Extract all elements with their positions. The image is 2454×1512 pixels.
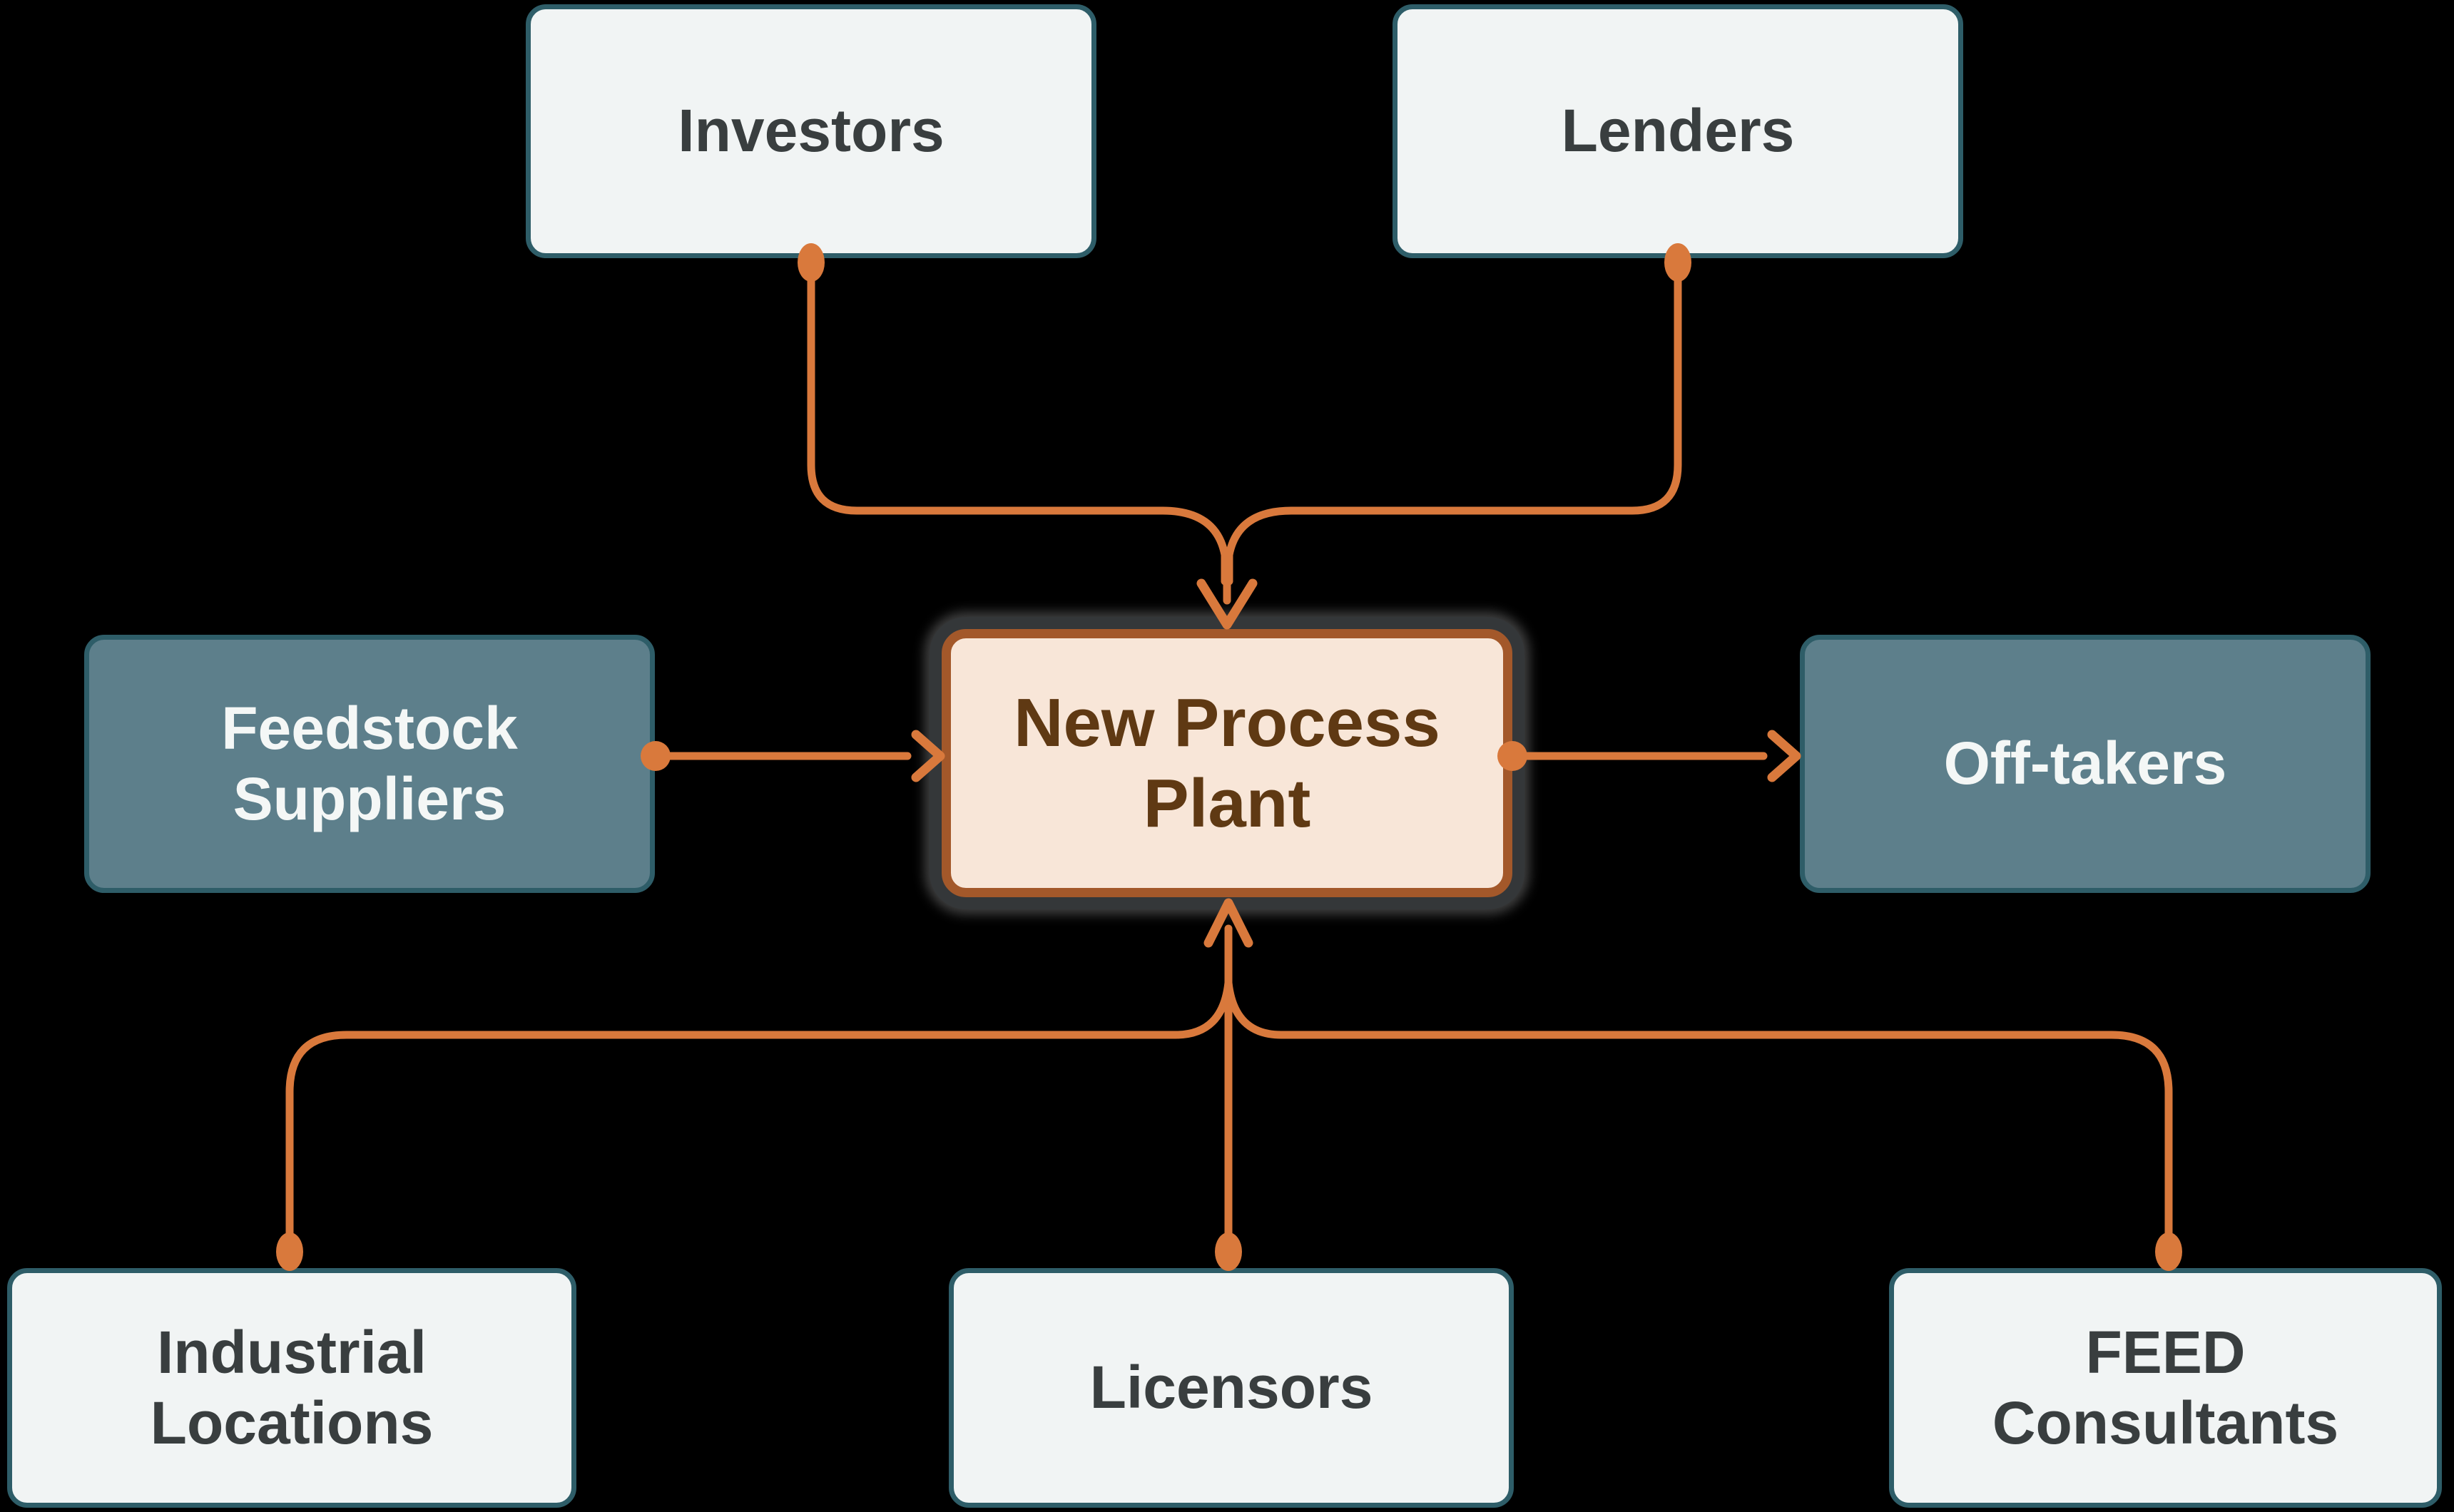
connection-dot-industrial bbox=[276, 1232, 303, 1271]
node-off-takers: Off-takers bbox=[1800, 635, 2371, 893]
node-feedstock-suppliers-label: Feedstock Suppliers bbox=[221, 694, 518, 832]
arrowhead-into-plant-left-icon bbox=[911, 730, 945, 782]
node-licensors-label: Licensors bbox=[1089, 1354, 1373, 1421]
edge-lenders-to-plant bbox=[1225, 260, 1682, 586]
arrowhead-into-plant-bottom-icon bbox=[1203, 898, 1253, 948]
node-industrial-locations-label: Industrial Locations bbox=[150, 1318, 434, 1456]
node-new-process-plant: New Process Plant bbox=[942, 629, 1512, 897]
node-lenders: Lenders bbox=[1393, 4, 1963, 258]
node-investors: Investors bbox=[526, 4, 1096, 258]
arrowhead-into-plant-top-icon bbox=[1196, 578, 1258, 630]
node-licensors: Licensors bbox=[949, 1268, 1514, 1508]
node-new-process-plant-label: New Process Plant bbox=[1014, 684, 1440, 842]
edge-feed-to-plant bbox=[1224, 955, 2173, 1249]
connection-dot-feed bbox=[2155, 1232, 2182, 1271]
node-investors-label: Investors bbox=[678, 97, 945, 165]
node-industrial-locations: Industrial Locations bbox=[7, 1268, 576, 1508]
node-feedstock-suppliers: Feedstock Suppliers bbox=[84, 635, 655, 893]
node-off-takers-label: Off-takers bbox=[1943, 730, 2227, 797]
node-feed-consultants-label: FEED Consultants bbox=[1992, 1318, 2339, 1456]
arrowhead-into-offtakers-icon bbox=[1767, 730, 1801, 782]
edge-investors-to-plant bbox=[807, 260, 1229, 586]
connection-dot-licensors bbox=[1215, 1232, 1242, 1271]
node-lenders-label: Lenders bbox=[1561, 97, 1795, 165]
node-feed-consultants: FEED Consultants bbox=[1889, 1268, 2442, 1508]
edge-industrial-to-plant bbox=[285, 955, 1233, 1249]
